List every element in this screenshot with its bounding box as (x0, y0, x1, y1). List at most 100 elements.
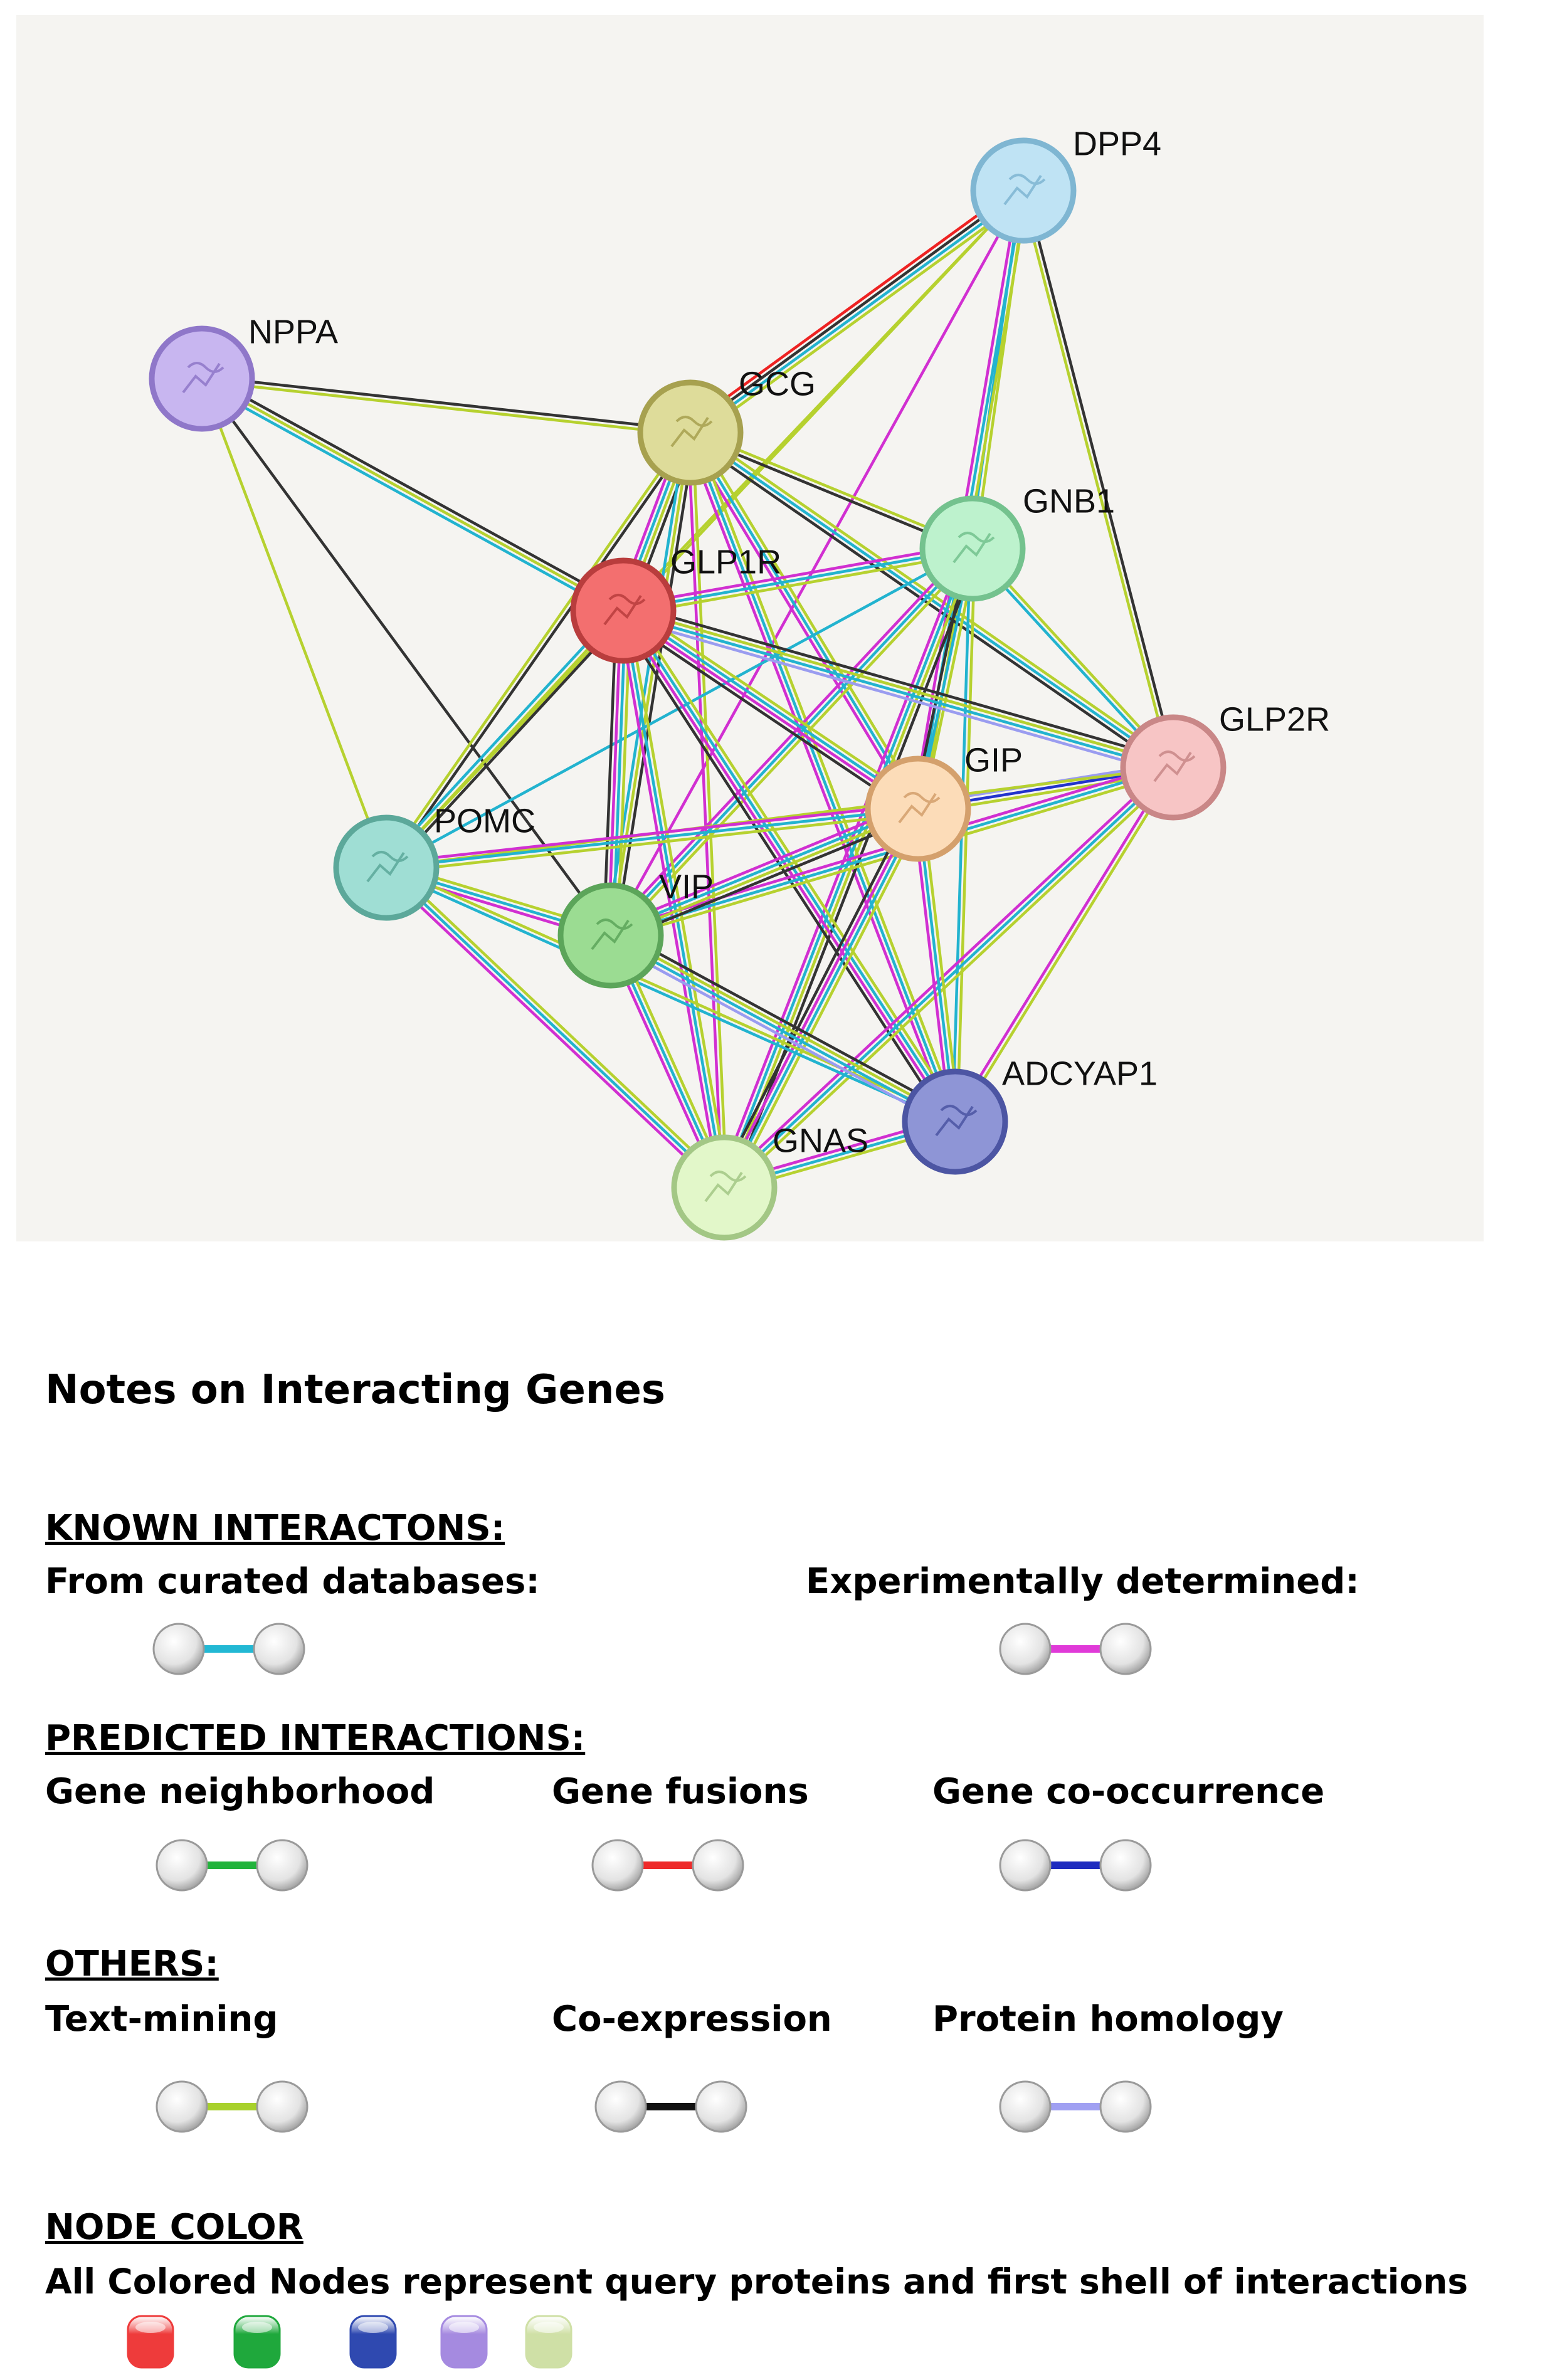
node-swatch-blue (349, 2315, 397, 2369)
edge-glp1r-gip-coexpression (618, 615, 915, 816)
edge-gip-vip-experimental (606, 801, 917, 930)
edge-dpp4-glp2r-textmining (1020, 189, 1173, 770)
edge-nppa-gcg-textmining (200, 379, 692, 436)
edge-gnb1-glp1r-database (621, 547, 974, 613)
legend-ball-left (999, 2080, 1052, 2133)
node-label-adcyap1: ADCYAP1 (1002, 1055, 1158, 1092)
edge-nppa-glp1r-textmining (200, 377, 625, 613)
node-gnas[interactable] (671, 1134, 778, 1241)
node-swatch-lightgreen (525, 2315, 572, 2369)
edge-gnb1-vip-database (609, 547, 974, 937)
legend-ball-right (253, 1623, 305, 1675)
edge-glp1r-gip-textmining (626, 603, 924, 804)
edge-gcg-gip-textmining (693, 428, 924, 808)
node-pomc[interactable] (333, 814, 440, 921)
node-label-pomc: POMC (434, 802, 536, 840)
edge-vip-adcyap1-textmining (610, 932, 958, 1121)
legend-ball-left (156, 1839, 208, 1892)
legend-ball-right (1099, 2080, 1152, 2133)
edge-gip-vip-textmining (610, 809, 921, 939)
node-swatch-green (233, 2315, 281, 2369)
node-swatch-purple (440, 2315, 488, 2369)
legend-label-fusions: Gene fusions (552, 1771, 809, 1812)
edge-gcg-adcyap1-experimental (684, 433, 952, 1125)
node-color-heading: NODE COLOR (45, 2207, 303, 2248)
edge-gcg-vip-database (604, 430, 687, 937)
node-label-vip: VIP (659, 868, 714, 905)
edge-glp2r-pomc-textmining (384, 766, 1175, 870)
edge-gip-gnas-experimental (720, 806, 917, 1188)
node-nppa[interactable] (149, 325, 255, 432)
edge-gcg-adcyap1-textmining (693, 429, 961, 1122)
node-gip[interactable] (865, 756, 971, 862)
node-label-gnas: GNAS (773, 1122, 868, 1159)
edge-vip-adcyap1-homology (606, 940, 953, 1130)
edge-pomc-adcyap1-textmining (386, 864, 958, 1121)
edge-gcg-gnas-textmining (691, 431, 728, 1189)
network-graph: DPP4NPPAGCGGNB1GLP1RGLP2RGIPPOMCVIPADCYA… (149, 125, 1330, 1241)
edge-glp1r-gnas-experimental (617, 610, 721, 1190)
edge-dpp4-gcg-fusion (685, 183, 1021, 429)
edge-dpp4-pomc-textmining (384, 189, 1025, 870)
edge-gnb1-glp1r-experimental (621, 542, 973, 608)
edge-gcg-gnas-experimental (687, 431, 724, 1189)
node-gnb1[interactable] (919, 495, 1026, 602)
legend-ball-right (256, 2080, 309, 2133)
edge-pomc-gnas-database (384, 866, 726, 1189)
edge-gcg-vip-textmining (609, 431, 692, 937)
node-adcyap1[interactable] (902, 1068, 1008, 1175)
legend-ball-right (1099, 1623, 1152, 1675)
legend-edge-coexpression (586, 2072, 756, 2141)
edge-nppa-pomc-textmining (200, 377, 388, 870)
legend-edge-experimental (991, 1614, 1160, 1683)
notes-title: Notes on Interacting Genes (45, 1367, 665, 1413)
edge-glp1r-vip-database (611, 609, 627, 937)
edge-glp1r-gnas-textmining (626, 608, 731, 1188)
edge-gip-gnas-textmining (729, 810, 926, 1193)
legend-ball-right (1099, 1839, 1152, 1892)
edge-nppa-glp1r-database (198, 381, 623, 616)
node-dpp4[interactable] (970, 137, 1077, 244)
edge-gnb1-glp1r-textmining (623, 552, 975, 617)
edge-gip-vip-coexpression (612, 814, 922, 944)
legend-ball-left (594, 2080, 647, 2133)
edge-glp2r-gnas-experimental (719, 762, 1172, 1186)
edge-glp1r-glp2r-textmining (622, 607, 1176, 767)
edge-glp1r-glp2r-database (621, 611, 1174, 771)
edge-dpp4-gcg-coexpression (687, 187, 1024, 433)
legend-edge-neighborhood (147, 1831, 317, 1900)
edge-glp1r-glp2r-homology (620, 616, 1173, 776)
legend-ball-left (156, 2080, 208, 2133)
node-glp2r[interactable] (1120, 714, 1227, 821)
node-label-nppa: NPPA (248, 313, 338, 350)
edge-gip-gnas-coexpression (716, 804, 914, 1186)
edge-gcg-gip-database (689, 431, 920, 811)
node-glp1r[interactable] (570, 557, 677, 664)
edge-glp2r-adcyap1-experimental (951, 764, 1173, 1122)
legend-ball-left (999, 1623, 1052, 1675)
edge-glp1r-glp2r-coexpression (623, 602, 1177, 762)
edge-nppa-glp1r-coexpression (203, 373, 627, 608)
legend-label-neighborhood: Gene neighborhood (45, 1771, 435, 1812)
edge-gip-pomc-experimental (384, 803, 919, 865)
edge-glp2r-adcyap1-textmining (955, 767, 1177, 1125)
legend-label-curated: From curated databases: (45, 1561, 540, 1602)
legend-ball-left (999, 1839, 1052, 1892)
edge-glp1r-vip-experimental (607, 609, 623, 937)
edge-gip-vip-database (608, 805, 919, 935)
edge-glp1r-gnas-database (621, 609, 726, 1189)
legend-label-homology: Protein homology (932, 1999, 1284, 2040)
node-label-gnb1: GNB1 (1023, 482, 1115, 520)
node-gcg[interactable] (637, 379, 744, 486)
edge-glp1r-pomc-database (381, 606, 621, 866)
legend-edge-cooccurrence (991, 1831, 1160, 1900)
edge-dpp4-gcg-database (690, 191, 1026, 436)
edge-glp1r-pomc-coexpression (388, 612, 628, 873)
edge-dpp4-vip-experimental (609, 189, 1025, 937)
edge-dpp4-gcg-textmining (693, 194, 1029, 440)
predicted-interactions-heading: PREDICTED INTERACTIONS: (45, 1718, 586, 1759)
legend-edge-curated (144, 1614, 314, 1683)
node-vip[interactable] (557, 882, 664, 989)
legend-label-coexpression: Co-expression (552, 1999, 832, 2040)
